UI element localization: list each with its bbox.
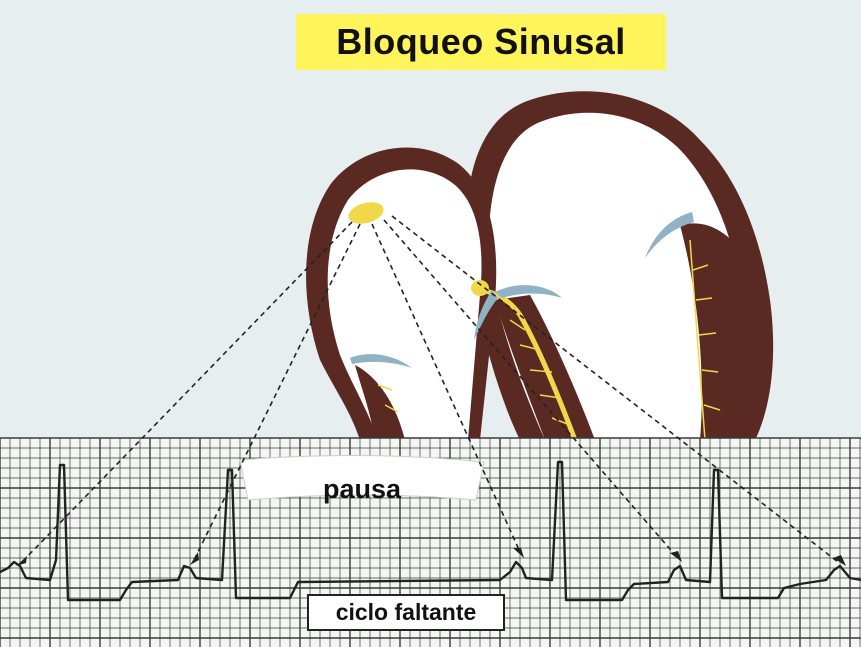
title-banner: Bloqueo Sinusal — [296, 14, 666, 70]
atrial-wall-lower — [355, 365, 405, 440]
sinus-node — [348, 202, 384, 224]
ecg-grid — [0, 437, 861, 647]
arrowheads — [16, 548, 846, 566]
valve-center-leaflet — [474, 290, 498, 340]
right-ventricle-wall — [680, 223, 769, 440]
his-bundle — [479, 287, 578, 441]
arrowhead — [833, 555, 846, 566]
ecg-strip — [0, 437, 861, 647]
dashed-line — [21, 221, 353, 563]
pause-label: pausa — [322, 474, 402, 504]
dashed-line — [383, 219, 677, 557]
dashed-line — [371, 223, 521, 553]
valve-left — [350, 354, 412, 368]
purkinje-fibers-left — [377, 319, 571, 426]
ecg-trace — [0, 460, 861, 602]
arrowhead — [16, 556, 27, 566]
heart-illustration — [306, 91, 774, 441]
valve-center — [495, 285, 562, 298]
arrowhead — [513, 548, 524, 558]
conduction-lines — [21, 215, 839, 563]
arrowhead — [670, 551, 682, 562]
arrowhead — [190, 552, 199, 565]
missing-cycle-label: ciclo faltante — [335, 599, 477, 625]
page-title: Bloqueo Sinusal — [336, 21, 626, 62]
missing-cycle-box: ciclo faltante — [307, 594, 505, 631]
purkinje-fibers-right — [689, 239, 721, 441]
valve-right — [645, 212, 694, 258]
dashed-line — [391, 215, 839, 563]
pause-banner — [239, 454, 485, 501]
